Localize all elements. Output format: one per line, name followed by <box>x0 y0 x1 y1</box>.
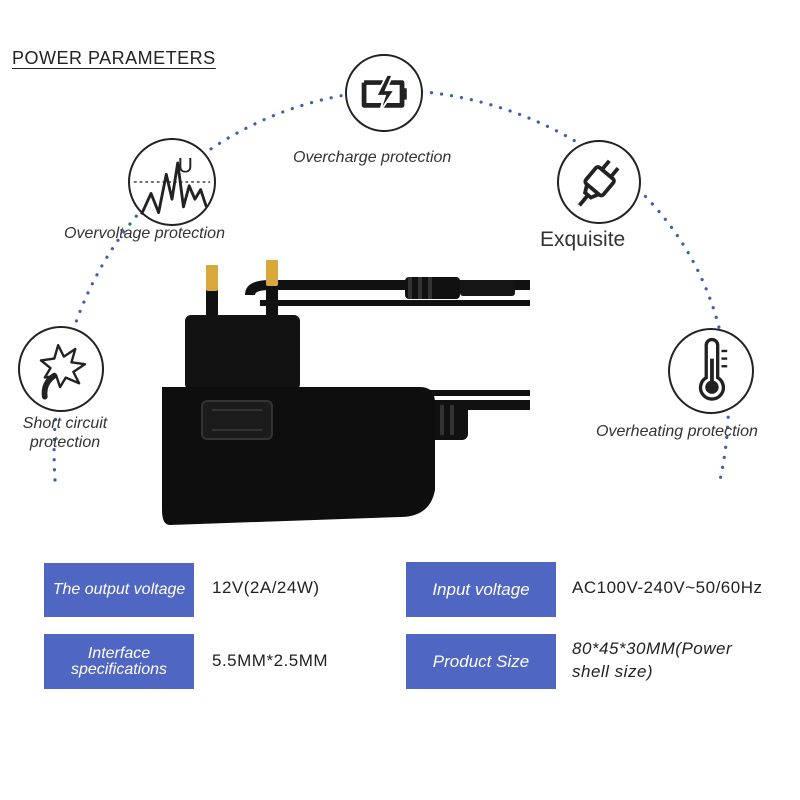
overheating-label: Overheating protection <box>596 423 758 440</box>
short-circuit-label: Short circuit protection <box>10 414 120 452</box>
page-title: POWER PARAMETERS <box>12 48 216 68</box>
short-circuit-label-line2: protection <box>29 434 101 451</box>
spec-input-voltage-label: Input voltage <box>406 562 556 617</box>
svg-text:U: U <box>178 154 193 177</box>
spec-interface-label: Interface specifications <box>44 634 194 689</box>
spec-product-size-label: Product Size <box>406 634 556 689</box>
thermometer-icon <box>668 328 754 414</box>
short-circuit-spark-icon <box>18 326 104 412</box>
short-circuit-label-line1: Short circuit <box>22 415 108 432</box>
spec-interface-label-line1: Interface <box>87 644 151 662</box>
spec-interface-value: 5.5MM*2.5MM <box>212 651 329 670</box>
spec-product-size-value: 80*45*30MM(Power shell size) <box>572 638 732 684</box>
plug-icon <box>557 140 641 224</box>
overvoltage-label: Overvoltage protection <box>64 225 225 242</box>
power-adapter-image <box>162 260 530 525</box>
spec-output-voltage-label: The output voltage <box>44 563 194 617</box>
spec-interface-label-line2: specifications <box>70 660 168 678</box>
exquisite-label: Exquisite <box>540 228 626 251</box>
spec-product-size-value-line2: shell size) <box>572 661 654 681</box>
battery-charge-icon <box>345 54 423 132</box>
voltage-wave-icon: U <box>128 138 216 226</box>
spec-product-size-value-line1: 80*45*30MM(Power <box>572 639 733 658</box>
spec-output-voltage-value: 12V(2A/24W) <box>212 578 320 597</box>
spec-input-voltage-value: AC100V-240V~50/60Hz <box>572 578 763 597</box>
overcharge-label: Overcharge protection <box>293 149 452 166</box>
